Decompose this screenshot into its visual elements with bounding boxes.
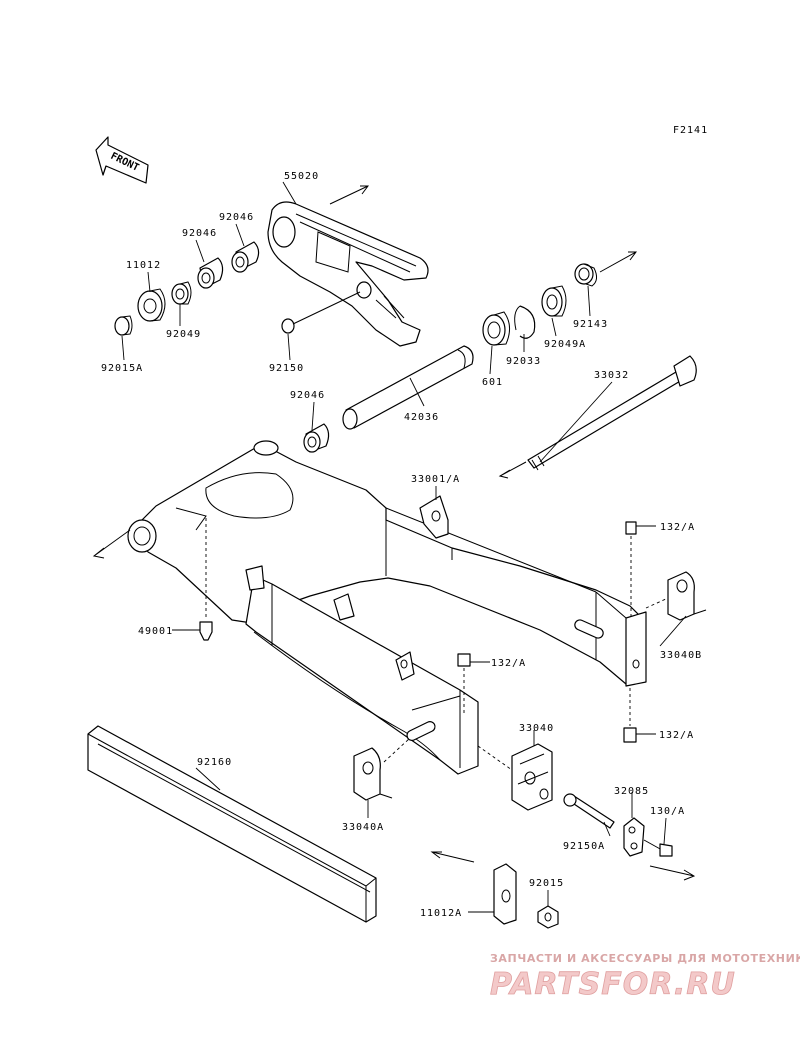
swingarm-body[interactable] (127, 440, 647, 775)
circlip-92033[interactable] (514, 305, 536, 339)
bolt-132A-top[interactable] (625, 521, 637, 616)
label-92015A: 92015A (101, 363, 143, 374)
label-132A-top: 132/A (660, 522, 695, 533)
watermark: ЗАПЧАСТИ И АКСЕССУАРЫ ДЛЯ МОТОТЕХНИКИ PA… (490, 952, 800, 1002)
leader-lines (121, 181, 687, 913)
pivot-sleeve-42036[interactable] (342, 345, 474, 430)
bolt-132A-mid[interactable] (457, 653, 471, 716)
sleeve-92143[interactable] (574, 263, 598, 287)
needle-bearing-92046-pivot[interactable] (303, 423, 330, 453)
label-92046-lower: 92046 (182, 228, 217, 239)
part-labels: 55020 92046 92046 11012 92049 92015A 921… (101, 171, 702, 919)
chain-slipper-92160[interactable] (87, 725, 377, 923)
bracket-33040B[interactable] (667, 571, 707, 621)
pivot-shaft-33032[interactable] (527, 355, 697, 471)
bolt-92150[interactable] (281, 291, 361, 334)
label-33040: 33040 (519, 723, 554, 734)
label-130A: 130/A (650, 806, 685, 817)
label-33040A: 33040A (342, 822, 384, 833)
label-92033: 92033 (506, 356, 541, 367)
adjuster-plate-32085[interactable] (623, 817, 645, 857)
bolt-132A-low[interactable] (623, 688, 637, 743)
label-132A-low: 132/A (659, 730, 694, 741)
collar-11012[interactable] (137, 288, 166, 322)
label-55020: 55020 (284, 171, 319, 182)
adjuster-bolt-92150A[interactable] (563, 793, 615, 829)
watermark-caption: ЗАПЧАСТИ И АКСЕССУАРЫ ДЛЯ МОТОТЕХНИКИ (490, 952, 800, 965)
front-arrow-icon: FRONT (95, 136, 149, 184)
watermark-logo: PARTSFOR.RU (490, 967, 736, 1002)
label-33032: 33032 (594, 370, 629, 381)
label-601: 601 (482, 377, 503, 388)
seal-92049[interactable] (171, 281, 192, 305)
label-11012A: 11012A (420, 908, 462, 919)
label-92143: 92143 (573, 319, 608, 330)
adjuster-block-33040[interactable] (511, 743, 553, 811)
label-92150: 92150 (269, 363, 304, 374)
label-33040B: 33040B (660, 650, 702, 661)
label-42036: 42036 (404, 412, 439, 423)
figure-code: F2141 (673, 125, 708, 136)
label-92150A: 92150A (563, 841, 605, 852)
label-132A-mid: 132/A (491, 658, 526, 669)
cap-92015A[interactable] (114, 315, 133, 336)
nut-92015[interactable] (537, 905, 559, 929)
chain-guard-55020[interactable] (267, 201, 429, 347)
bracket-33040A[interactable] (353, 747, 393, 801)
label-49001: 49001 (138, 626, 173, 637)
label-11012: 11012 (126, 260, 161, 271)
label-92160: 92160 (197, 757, 232, 768)
seal-92049A[interactable] (541, 285, 567, 317)
label-92015: 92015 (529, 878, 564, 889)
label-32085: 32085 (614, 786, 649, 797)
label-92046-upper: 92046 (219, 212, 254, 223)
label-92049A: 92049A (544, 339, 586, 350)
label-33001A: 33001/A (411, 474, 460, 485)
collar-11012A[interactable] (493, 863, 517, 925)
label-92049: 92049 (166, 329, 201, 340)
label-92046-pivot: 92046 (290, 390, 325, 401)
bearing-601[interactable] (482, 311, 510, 346)
needle-bearing-92046-lower[interactable] (197, 257, 224, 289)
grease-nipple-49001[interactable] (199, 518, 213, 641)
needle-bearing-92046-upper[interactable] (231, 241, 260, 273)
bolt-130A[interactable] (643, 839, 673, 857)
